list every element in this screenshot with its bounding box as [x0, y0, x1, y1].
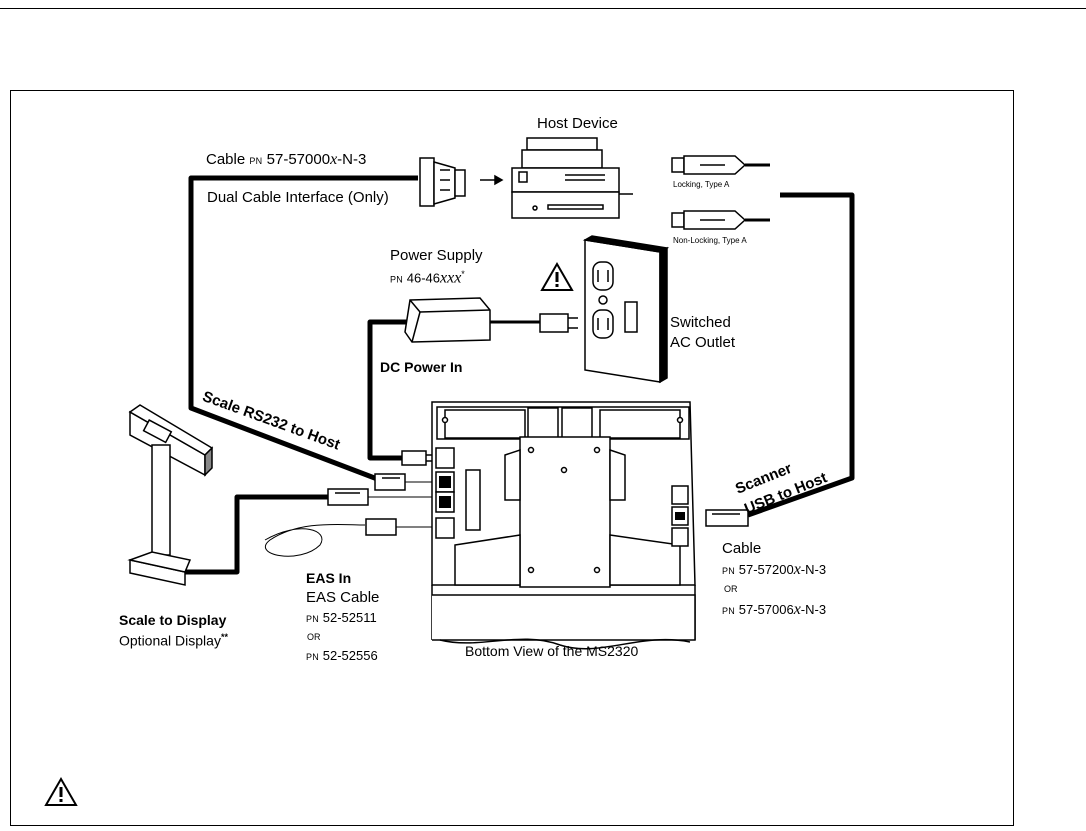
display-plug: [327, 488, 369, 506]
eas-cable-or: OR: [307, 632, 321, 642]
scanner-cable-label: Cable: [722, 540, 762, 557]
host-device-label: Host Device: [537, 115, 618, 132]
scale-to-display-label: Scale to Display: [119, 612, 227, 628]
dc-plug: [401, 450, 432, 466]
rs232-cable: [188, 175, 418, 485]
outlet-line1: Switched: [670, 314, 731, 331]
dc-power-cable: [367, 319, 410, 461]
arrow-rs232: [480, 174, 504, 186]
usb-locking-plug: [671, 155, 747, 175]
scanner-bottom-view: [431, 401, 696, 650]
power-supply-label: Power Supply: [390, 247, 483, 264]
usb-locking-label: Locking, Type A: [673, 180, 730, 189]
outlet-line2: AC Outlet: [670, 334, 736, 351]
scanner-cable-pn1: PN 57-57200x-N-3: [722, 561, 827, 578]
warning-icon: [540, 262, 574, 291]
usb-cable: [747, 192, 855, 518]
power-supply-pn: PN 46-46xxx*: [390, 269, 465, 287]
dc-power-in-label: DC Power In: [380, 359, 463, 375]
eas-cable-pn2: PN 52-52556: [306, 648, 378, 663]
eas-wire: [264, 523, 366, 557]
display-cable: [185, 494, 328, 575]
eas-cable-label: EAS Cable: [306, 589, 380, 606]
warning-icon: [44, 777, 78, 806]
usb-scanner-plug: [705, 509, 749, 527]
power-supply: [404, 297, 491, 343]
eas-cable-pn1: PN 52-52511: [306, 610, 377, 625]
figure-frame: [10, 90, 1014, 826]
ac-outlet: [582, 235, 670, 384]
db9-connector: [419, 157, 466, 207]
diagram-caption: Bottom View of the MS2320: [465, 643, 639, 659]
eas-in-label: EAS In: [306, 570, 352, 586]
usb-nonlocking-plug: [671, 210, 747, 230]
eas-plug: [365, 518, 397, 536]
scanner-cable-or: OR: [724, 584, 738, 594]
optional-display-label: Optional Display**: [119, 632, 228, 649]
port-highlights: [439, 476, 685, 520]
host-device: [511, 137, 620, 219]
rs232-cable-label: Cable PN 57-57000x-N-3: [206, 151, 367, 168]
top-rule: [0, 8, 1086, 9]
usb-nonlocking-label: Non-Locking, Type A: [673, 236, 747, 245]
rs232-plug: [374, 473, 406, 491]
ac-plug: [539, 313, 578, 333]
optional-display: [127, 404, 214, 586]
dual-cable-note: Dual Cable Interface (Only): [207, 189, 389, 206]
scanner-cable-pn2: PN 57-57006x-N-3: [722, 601, 827, 618]
